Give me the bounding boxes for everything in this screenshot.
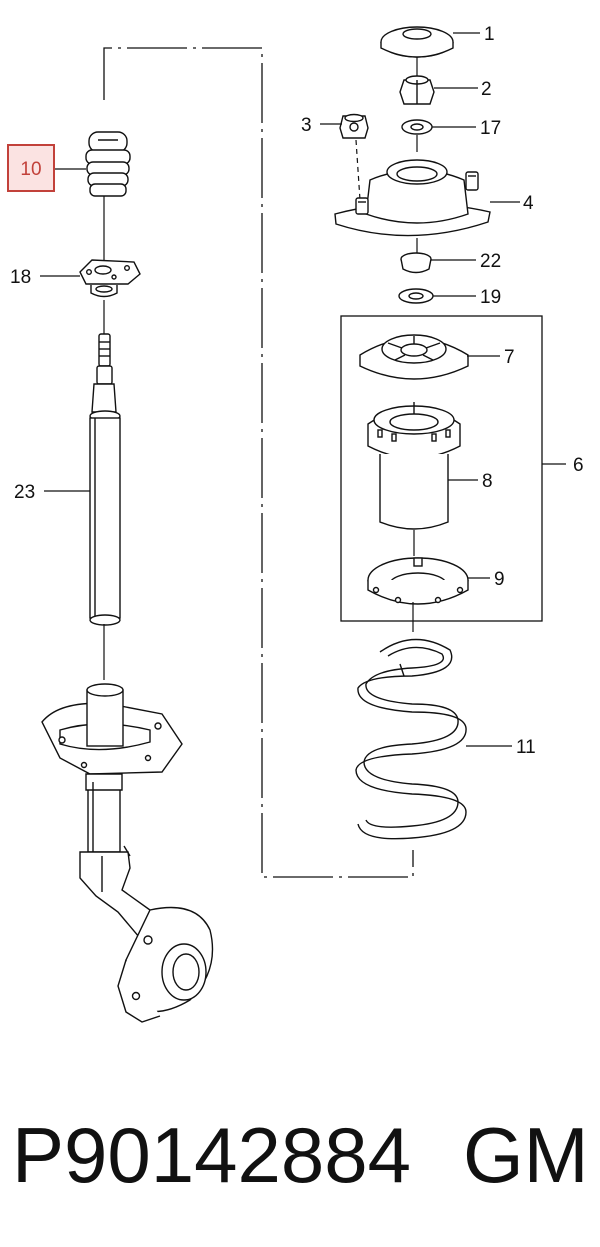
part-22-bearing-sleeve (400, 252, 432, 274)
callout-11[interactable]: 11 (516, 737, 536, 758)
part-19-washer (398, 288, 434, 304)
part-1-top-cap (380, 26, 454, 58)
strut-housing (41, 683, 183, 853)
part-4-strut-mount (334, 159, 491, 237)
callout-leaders (40, 32, 566, 747)
part-7-upper-spring-seat (359, 334, 469, 380)
part-11-coil-spring (355, 638, 467, 840)
callout-1[interactable]: 1 (484, 24, 495, 45)
callout-8[interactable]: 8 (482, 471, 493, 492)
callout-10-box (7, 144, 55, 192)
part-17-washer (401, 119, 433, 135)
callout-6[interactable]: 6 (573, 455, 584, 476)
part-9-lower-spring-seat (367, 557, 469, 605)
callout-19[interactable]: 19 (480, 287, 501, 308)
callout-23[interactable]: 23 (14, 482, 35, 503)
callout-10: 10 (20, 159, 41, 180)
part-8-dust-boot (367, 402, 461, 530)
steering-knuckle (79, 845, 214, 1023)
part-18-bracket-plate (79, 259, 141, 298)
part-23-shock-absorber (89, 333, 121, 626)
assembly-link-frame (103, 47, 414, 878)
callout-9[interactable]: 9 (494, 569, 505, 590)
part-6-kit-box (340, 315, 543, 622)
callout-7[interactable]: 7 (504, 347, 515, 368)
brand-name: GM (463, 1111, 589, 1199)
callout-22[interactable]: 22 (480, 251, 501, 272)
callout-2[interactable]: 2 (481, 79, 492, 100)
part-3-flange-nut (339, 113, 369, 139)
callout-4[interactable]: 4 (523, 193, 534, 214)
callout-18[interactable]: 18 (10, 267, 31, 288)
axis-line-r3 (355, 139, 361, 201)
callout-3[interactable]: 3 (301, 115, 312, 136)
part-2-nut (399, 75, 435, 105)
callout-10-highlight[interactable]: 10 (7, 144, 55, 192)
part-10-bump-stop (85, 131, 131, 197)
part-number: P90142884 (12, 1111, 412, 1199)
callout-17[interactable]: 17 (480, 118, 501, 139)
